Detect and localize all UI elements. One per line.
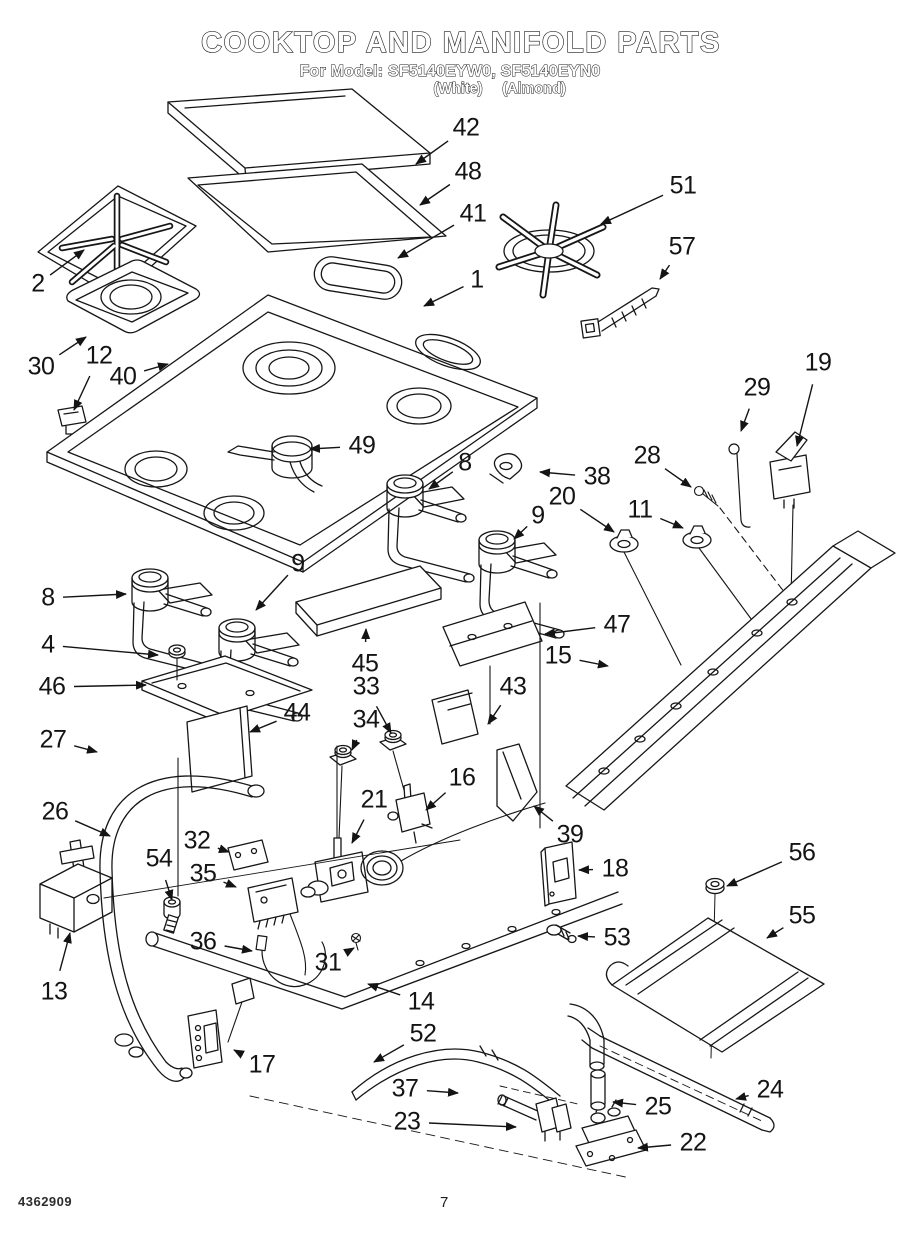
leader-line-38 <box>539 468 576 478</box>
ignitor-wire-drawing <box>255 934 326 988</box>
finish-white-label: (White) <box>433 81 482 97</box>
leader-line-35 <box>223 879 237 888</box>
thermostat-drawing <box>39 839 461 939</box>
leader-line-26 <box>74 820 111 837</box>
leader-line-41 <box>397 224 455 259</box>
leader-line-17 <box>233 1049 245 1059</box>
ignitor-electrode-drawing <box>580 287 660 339</box>
leader-line-14 <box>367 982 401 996</box>
manifold-rail-drawing <box>565 530 896 811</box>
valve-nut-drawing <box>329 729 407 839</box>
leader-line-40 <box>143 362 169 372</box>
leader-line-31 <box>343 947 355 957</box>
leader-line-57 <box>659 264 671 280</box>
leader-line-8 <box>62 590 127 600</box>
leader-line-16 <box>425 792 447 811</box>
leader-line-22 <box>637 1142 672 1152</box>
cable-clip-drawing <box>489 453 523 484</box>
push-nut-drawing <box>609 525 758 666</box>
cover-channel-drawing <box>295 565 442 637</box>
side-bracket-drawing <box>540 841 577 907</box>
leader-line-44 <box>249 720 277 733</box>
leader-line-32 <box>217 844 230 854</box>
trim-ring-drawing <box>313 256 403 300</box>
supply-pipe-drawing <box>99 775 631 1179</box>
maintop-drawing <box>46 294 538 573</box>
leader-line-4 <box>62 645 159 659</box>
deflector-drawing <box>496 743 538 822</box>
document-number: 4362909 <box>18 1194 73 1209</box>
heat-shield-drawing <box>605 917 825 1053</box>
spacer-strip-drawing <box>431 602 541 829</box>
leader-line-2 <box>49 249 85 276</box>
leader-line-43 <box>487 704 502 725</box>
leader-line-13 <box>59 932 72 971</box>
leader-line-49 <box>309 443 341 453</box>
leader-line-33 <box>375 705 392 734</box>
gas-valve-drawing <box>387 783 433 844</box>
leader-line-20 <box>579 508 615 533</box>
leader-line-29 <box>740 408 750 432</box>
leader-line-9 <box>513 525 528 540</box>
burner-bracket-drawing <box>141 644 313 727</box>
connector-pipe-drawing <box>499 1003 606 1111</box>
leader-line-34 <box>351 739 361 751</box>
leader-line-11 <box>660 517 684 529</box>
manifold-pipe-drawing <box>145 891 623 1043</box>
screw-small-drawing <box>350 932 362 951</box>
leader-line-56 <box>726 861 783 887</box>
leader-line-42 <box>415 140 449 165</box>
leader-line-1 <box>423 285 464 307</box>
header: COOKTOP AND MANIFOLD PARTS For Model: SF… <box>201 26 721 97</box>
leader-line-48 <box>419 183 451 206</box>
finish-almond-label: (Almond) <box>502 81 566 97</box>
leader-line-39 <box>533 805 554 822</box>
leader-line-9 <box>255 574 289 611</box>
leader-line-36 <box>224 944 253 954</box>
leader-line-23 <box>428 1122 517 1132</box>
leader-line-24 <box>735 1092 749 1101</box>
spark-switch-drawing <box>247 877 307 976</box>
leader-line-12 <box>73 375 91 411</box>
leader-line-25 <box>612 1098 637 1108</box>
burner-grate-drawing <box>495 201 607 299</box>
burner-assembly-drawing <box>131 568 303 722</box>
orifice-drawing <box>546 924 577 944</box>
model-line: For Model: SF5140EYW0, SF5140EYN0 <box>300 63 601 80</box>
leader-line-52 <box>373 1044 405 1063</box>
flex-pipe-drawing <box>351 1045 561 1105</box>
page-title: COOKTOP AND MANIFOLD PARTS <box>201 27 721 59</box>
screw-drawing <box>693 485 789 598</box>
leader-line-55 <box>766 927 784 939</box>
leader-line-27 <box>74 745 98 754</box>
small-bracket-drawing <box>227 839 269 871</box>
jumper-wire-drawing <box>728 443 751 528</box>
regulator-drawing <box>575 1099 647 1167</box>
spark-ignitor-drawing <box>497 1094 572 1142</box>
leader-line-28 <box>664 468 692 488</box>
burner-assembly-drawing <box>386 474 565 639</box>
leader-line-53 <box>577 932 596 942</box>
leader-line-19 <box>795 384 814 447</box>
leader-line-51 <box>600 194 664 225</box>
mounting-bracket-drawing <box>187 1009 223 1069</box>
leader-line-8 <box>428 471 454 490</box>
leader-line-21 <box>351 819 365 844</box>
gasket-drawing <box>187 163 447 253</box>
shield-plate-drawing <box>186 705 253 793</box>
leader-line-37 <box>426 1087 459 1097</box>
leader-line-54 <box>164 879 174 901</box>
thermostat-valve-drawing <box>300 802 546 903</box>
page-number: 7 <box>440 1194 449 1211</box>
lower-rail-drawing <box>581 1027 775 1133</box>
leader-line-30 <box>58 336 87 356</box>
leader-line-47 <box>544 627 596 638</box>
drip-pan-drawing <box>66 259 201 334</box>
leader-line-15 <box>579 659 609 669</box>
leader-line-46 <box>73 680 147 690</box>
